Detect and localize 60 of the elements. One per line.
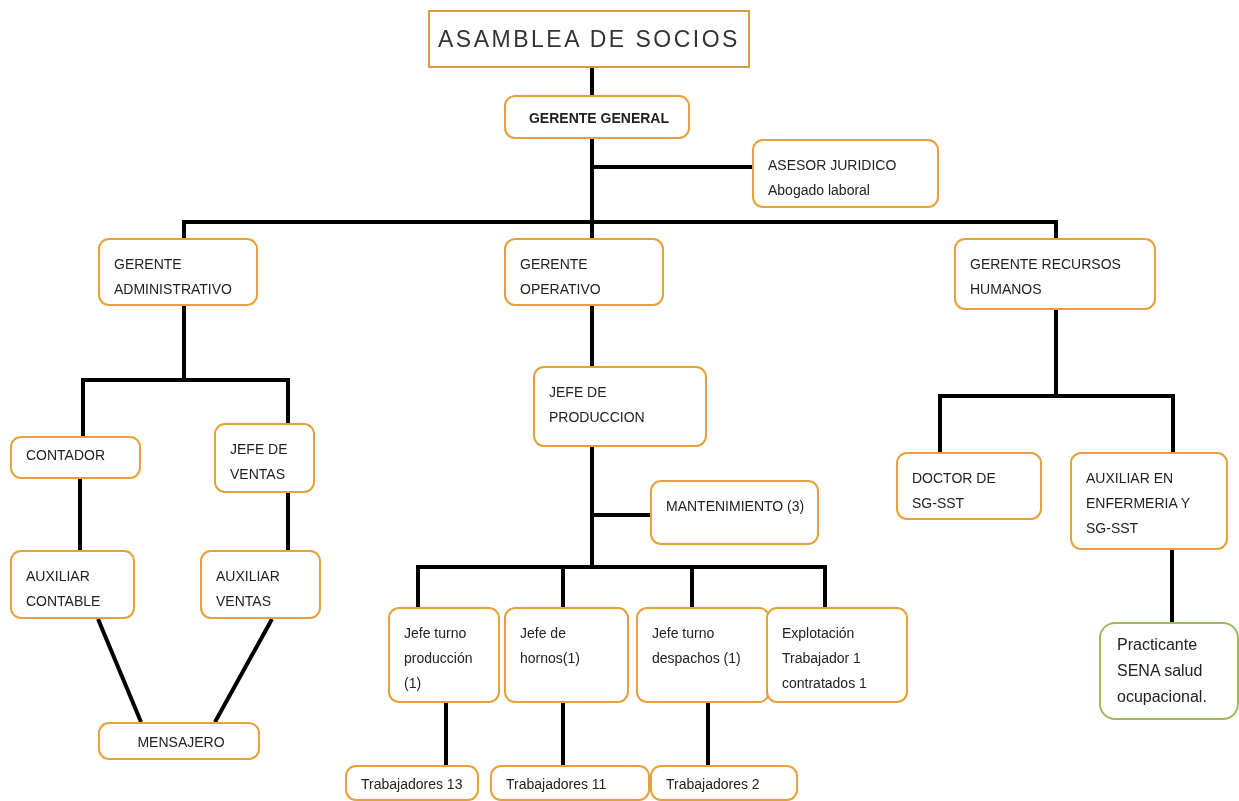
org-box bbox=[1070, 452, 1228, 550]
connector-line bbox=[78, 479, 82, 550]
role-label: ASAMBLEA DE SOCIOS bbox=[437, 25, 741, 54]
org-box bbox=[954, 238, 1156, 310]
org-box bbox=[98, 238, 258, 306]
role-label: JEFE DE VENTAS bbox=[230, 440, 289, 484]
role-label: MANTENIMIENTO (3) bbox=[666, 497, 806, 516]
connector-line bbox=[286, 493, 290, 550]
role-label: Explotación Trabajador 1 contratados 1 bbox=[782, 624, 868, 693]
connector-line bbox=[444, 703, 448, 765]
role-label: GERENTE OPERATIVO bbox=[520, 255, 602, 299]
role-label: DOCTOR DE SG-SST bbox=[912, 469, 997, 513]
role-label: GERENTE RECURSOS HUMANOS bbox=[970, 255, 1122, 299]
connector-line bbox=[590, 68, 594, 95]
role-label: Jefe de hornos(1) bbox=[520, 624, 581, 668]
org-box bbox=[896, 452, 1042, 520]
org-box bbox=[10, 550, 135, 619]
org-box bbox=[533, 366, 707, 447]
org-box bbox=[490, 765, 650, 801]
connector-line bbox=[213, 618, 274, 723]
role-label: Trabajadores 2 bbox=[666, 775, 761, 794]
connector-line bbox=[96, 618, 143, 723]
role-label: AUXILIAR VENTAS bbox=[216, 567, 281, 611]
role-label: Practicante SENA salud ocupacional. bbox=[1117, 635, 1208, 707]
org-box bbox=[98, 722, 260, 760]
org-box bbox=[636, 607, 770, 703]
role-label: Jefe turno despachos (1) bbox=[652, 624, 742, 668]
role-label: JEFE DE PRODUCCION bbox=[549, 383, 646, 427]
org-box bbox=[650, 765, 798, 801]
connector-line bbox=[1054, 310, 1175, 452]
role-label: CONTADOR bbox=[26, 446, 107, 465]
connector-line bbox=[590, 447, 827, 607]
connector-line bbox=[561, 703, 565, 765]
connector-line bbox=[590, 306, 594, 366]
org-box bbox=[752, 139, 939, 208]
role-label: MENSAJERO bbox=[136, 733, 226, 752]
connector-line bbox=[706, 703, 710, 765]
role-label: Jefe turno producción (1) bbox=[404, 624, 474, 693]
role-label: ASESOR JURIDICO bbox=[768, 156, 898, 175]
org-box bbox=[345, 765, 479, 801]
role-label: Trabajadores 11 bbox=[506, 775, 608, 794]
org-box bbox=[504, 95, 690, 139]
org-box bbox=[504, 238, 664, 306]
org-box bbox=[1099, 622, 1239, 720]
role-label: Trabajadores 13 bbox=[361, 775, 464, 794]
connector-line bbox=[590, 139, 1058, 238]
role-label: GERENTE ADMINISTRATIVO bbox=[114, 255, 233, 299]
org-box bbox=[766, 607, 908, 703]
role-label: GERENTE GENERAL bbox=[528, 109, 670, 128]
org-box bbox=[200, 550, 321, 619]
role-label: AUXILIAR EN ENFERMERIA Y SG-SST bbox=[1086, 469, 1191, 538]
title-box bbox=[428, 10, 750, 68]
org-box bbox=[388, 607, 500, 703]
role-label: AUXILIAR CONTABLE bbox=[26, 567, 102, 611]
org-box bbox=[214, 423, 315, 493]
connector-line bbox=[1170, 550, 1174, 622]
org-box bbox=[650, 480, 819, 545]
role-detail: Abogado laboral bbox=[768, 181, 871, 200]
org-box bbox=[504, 607, 629, 703]
org-box bbox=[10, 436, 141, 479]
